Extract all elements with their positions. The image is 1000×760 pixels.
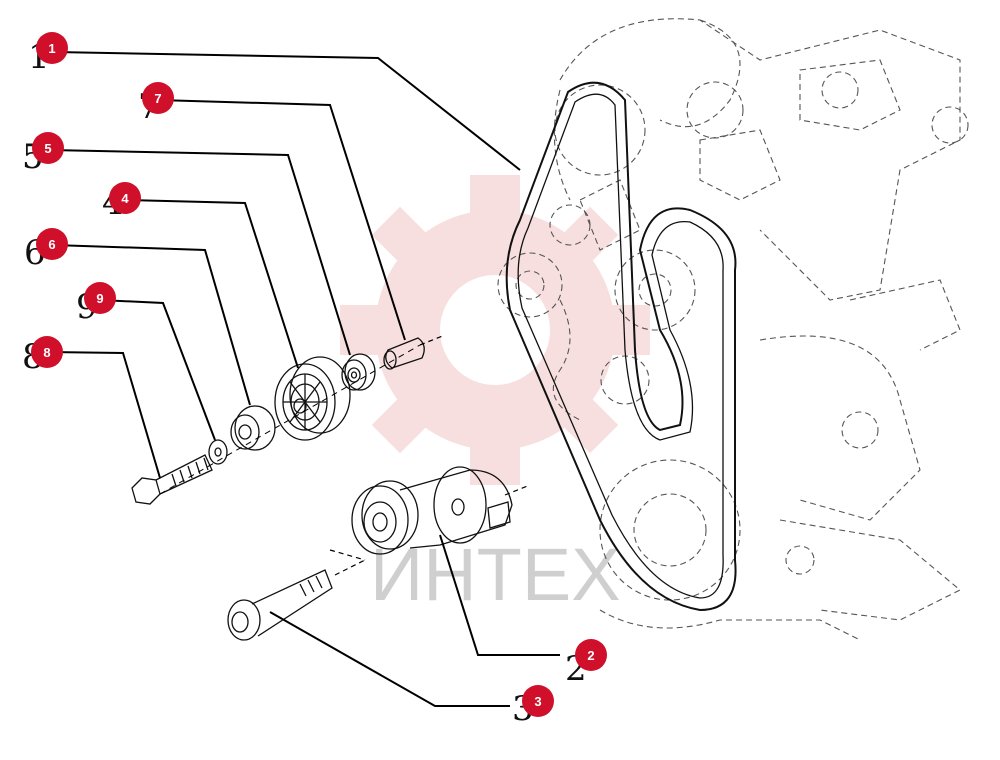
- callout-badge-8[interactable]: 8: [31, 336, 63, 368]
- callout-label-7: 7: [154, 91, 161, 106]
- callout-badge-5[interactable]: 5: [32, 132, 64, 164]
- callout-badge-3[interactable]: 3: [522, 685, 554, 717]
- callout-label-5: 5: [44, 141, 51, 156]
- callout-badge-4[interactable]: 4: [109, 182, 141, 214]
- drive-belt[interactable]: [505, 81, 737, 612]
- watermark-text: ИНТЕХ: [370, 533, 621, 616]
- shaft-part-7[interactable]: [383, 334, 446, 370]
- callout-badge-7[interactable]: 7: [142, 82, 174, 114]
- spacer-part-6[interactable]: [230, 405, 276, 451]
- callout-label-4: 4: [121, 191, 129, 206]
- leader-lines: [47, 51, 560, 707]
- callout-badge-6[interactable]: 6: [36, 228, 68, 260]
- callout-badge-1[interactable]: 1: [36, 32, 68, 64]
- callout-label-1: 1: [48, 41, 55, 56]
- pulley-part-4[interactable]: [274, 356, 351, 441]
- callout-label-3: 3: [534, 694, 541, 709]
- engine-outline: [552, 18, 969, 641]
- callout-badges[interactable]: 1 2 3 4 5 6 7 8: [31, 32, 607, 717]
- washer-part-9[interactable]: [208, 439, 228, 465]
- callout-label-6: 6: [48, 237, 55, 252]
- callout-label-9: 9: [96, 291, 103, 306]
- bolt-part-3[interactable]: [227, 559, 366, 641]
- engine-pulleys: [497, 81, 744, 601]
- callout-badge-9[interactable]: 9: [84, 282, 116, 314]
- bearing-part-5[interactable]: [341, 353, 376, 391]
- callout-label-8: 8: [43, 345, 50, 360]
- callout-badge-2[interactable]: 2: [575, 639, 607, 671]
- assembly-axis-line: [159, 344, 421, 495]
- bolt-part-8[interactable]: [131, 454, 213, 505]
- tensioner-part-2[interactable]: [329, 466, 531, 561]
- callout-label-2: 2: [587, 648, 594, 663]
- watermark: [340, 175, 650, 485]
